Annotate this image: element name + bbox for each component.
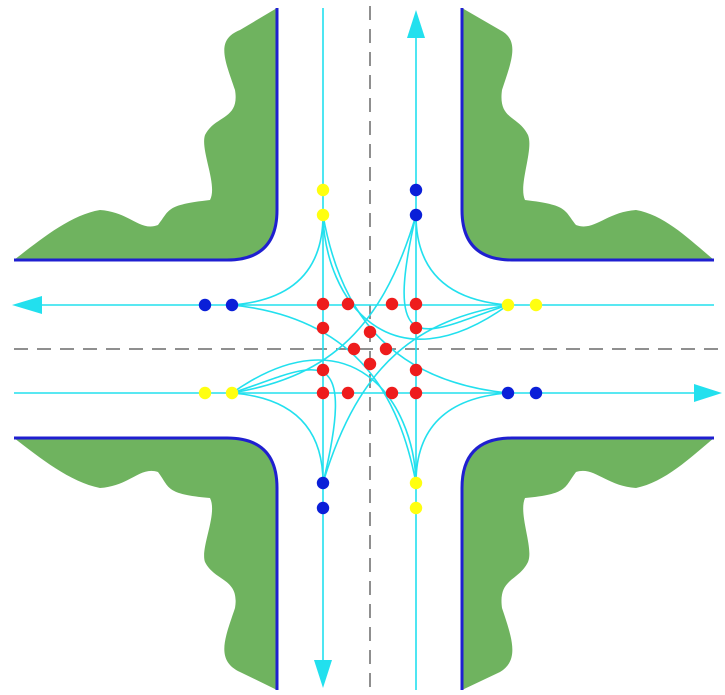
conflict-point bbox=[409, 321, 423, 335]
conflict-point bbox=[341, 297, 355, 311]
conflict-point bbox=[379, 342, 393, 356]
curb-lines bbox=[14, 8, 714, 690]
diverge-point bbox=[198, 298, 212, 312]
diverge-point bbox=[316, 501, 330, 515]
arrow-south-icon bbox=[314, 660, 332, 688]
curb-bottom-left bbox=[14, 436, 279, 690]
arrow-west-icon bbox=[12, 296, 42, 314]
grass-bottom-right bbox=[462, 438, 714, 690]
conflict-points bbox=[198, 183, 543, 515]
merge-point bbox=[225, 386, 239, 400]
conflict-point bbox=[316, 321, 330, 335]
path-right-turn-nw bbox=[231, 214, 324, 306]
merge-point bbox=[409, 501, 423, 515]
diverge-point bbox=[409, 208, 423, 222]
conflict-point bbox=[363, 357, 377, 371]
conflict-point bbox=[385, 386, 399, 400]
conflict-point bbox=[409, 386, 423, 400]
merge-point bbox=[316, 208, 330, 222]
conflict-point bbox=[347, 342, 361, 356]
conflict-point bbox=[316, 297, 330, 311]
center-lines bbox=[14, 6, 722, 690]
path-left-turn-from-east bbox=[322, 304, 509, 484]
path-left-turn-from-south-b bbox=[231, 359, 417, 484]
arrow-east-icon bbox=[694, 384, 722, 402]
merge-point bbox=[409, 476, 423, 490]
path-right-turn-ne bbox=[415, 214, 509, 306]
conflict-point bbox=[341, 386, 355, 400]
merge-point bbox=[198, 386, 212, 400]
curb-top-right bbox=[460, 8, 714, 262]
diverge-point bbox=[501, 386, 515, 400]
merge-point bbox=[316, 183, 330, 197]
conflict-point bbox=[316, 363, 330, 377]
path-right-turn-sw bbox=[231, 392, 324, 484]
diverge-point bbox=[409, 183, 423, 197]
grass-areas bbox=[14, 8, 714, 690]
arrow-north-icon bbox=[407, 10, 425, 38]
diverge-point bbox=[529, 386, 543, 400]
curb-top-left bbox=[14, 8, 279, 262]
conflict-point bbox=[385, 297, 399, 311]
direction-arrows bbox=[12, 10, 722, 688]
path-left-turn-from-north-b bbox=[322, 214, 509, 340]
grass-top-left bbox=[14, 8, 277, 260]
path-left-turn-from-west bbox=[231, 214, 417, 394]
conflict-point bbox=[409, 297, 423, 311]
grass-top-right bbox=[462, 8, 714, 260]
merge-point bbox=[501, 298, 515, 312]
conflict-point bbox=[363, 325, 377, 339]
curb-bottom-right bbox=[460, 436, 714, 690]
diverge-point bbox=[316, 476, 330, 490]
path-right-turn-se bbox=[415, 392, 509, 484]
conflict-point bbox=[409, 363, 423, 377]
conflict-point bbox=[316, 386, 330, 400]
merge-point bbox=[529, 298, 543, 312]
grass-bottom-left bbox=[14, 438, 277, 690]
diverge-point bbox=[225, 298, 239, 312]
